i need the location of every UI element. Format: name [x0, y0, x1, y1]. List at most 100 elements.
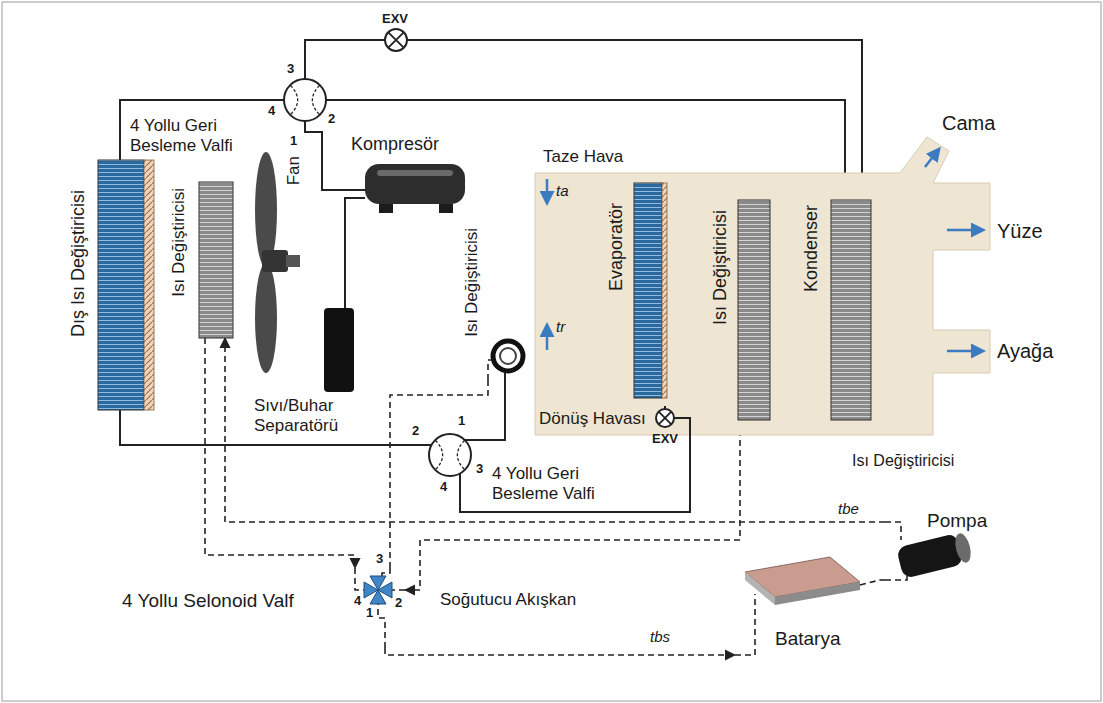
- separator: Sıvı/Buhar Separatörü: [252, 300, 377, 440]
- node-label: Pompa: [927, 510, 987, 532]
- pump: Pompa: [885, 508, 1007, 590]
- top-reversing-valve: 4 Yollu Geri Besleme Valfi: [128, 70, 333, 165]
- temperature-symbol: ta: [556, 182, 569, 199]
- outlet-name: Cama: [942, 112, 995, 135]
- temperature-symbol: tr: [556, 318, 565, 335]
- node-label: EXV: [652, 432, 678, 447]
- refrigerant-pipe: [504, 380, 506, 432]
- port-number: 4: [440, 480, 447, 495]
- pipe-stub: [407, 39, 416, 41]
- pipe-stub: [464, 432, 505, 440]
- node-label: 4 Yollu Geri Besleme Valfi: [130, 116, 270, 155]
- node-label: Isı Değiştiricisi: [462, 228, 482, 337]
- coil: [199, 182, 233, 338]
- solenoid-symbol: [364, 582, 378, 598]
- pipe-stub: [335, 189, 365, 191]
- port-number: 1: [458, 414, 465, 429]
- node-label: Dönüş Havası: [539, 409, 646, 429]
- compressor-foot: [439, 204, 453, 213]
- coil: [634, 183, 662, 398]
- chiller-coil: [500, 348, 516, 364]
- expansion-valve: EXV: [376, 12, 416, 52]
- fin-strip: [662, 183, 667, 398]
- cabin-heat-exchanger: Isı Değiştiricisi: [700, 200, 772, 420]
- coolant-stub: [392, 589, 405, 591]
- air-arrow: [925, 149, 939, 167]
- air-arrow: [546, 179, 549, 203]
- compressor-body: [365, 164, 465, 204]
- node-label: Taze Hava: [543, 147, 623, 167]
- node-label: Kondenser: [801, 205, 822, 292]
- air-arrow: [947, 350, 983, 353]
- refrigerant-pipe: [322, 165, 335, 190]
- exv-cross: [388, 32, 403, 47]
- exv-symbol: [385, 29, 407, 51]
- air-arrow: [947, 229, 983, 232]
- pump-cap: [953, 532, 974, 564]
- chiller-coil: [493, 341, 523, 371]
- pipe-stub: [345, 198, 365, 224]
- node-label: Dış Isı Değiştiricisi: [68, 190, 89, 337]
- pipe-stub: [459, 472, 461, 507]
- temperature-symbol: tbs: [650, 628, 670, 645]
- refrigerant-pipe: [460, 462, 690, 512]
- fin-strip: [144, 160, 154, 410]
- node-label: EXV: [382, 12, 408, 27]
- outlet-name: Ayağa: [997, 340, 1053, 363]
- coolant-stub: [735, 594, 755, 655]
- refrigerant-pipe: [305, 40, 376, 70]
- condenser: Kondenser: [785, 200, 873, 420]
- battery: Batarya: [735, 552, 880, 662]
- coolant-line: [385, 648, 735, 655]
- duct-body: [535, 137, 990, 435]
- port-number: 3: [476, 462, 483, 477]
- node-label: Batarya: [775, 628, 840, 650]
- outlet-name: Yüze: [997, 220, 1043, 243]
- port-number: 3: [287, 62, 294, 77]
- pipe-stub: [305, 121, 322, 165]
- chiller: Isı Değiştiricisi: [462, 228, 528, 380]
- valve-symbol: [284, 79, 326, 121]
- outdoor-heat-exchanger: Dış Isı Değiştiricisi: [62, 160, 154, 410]
- coil: [98, 160, 144, 410]
- exv-cross: [659, 412, 672, 425]
- pump-body: [896, 533, 964, 579]
- valve-path: [290, 85, 319, 114]
- node-label: 4 Yollu Geri Besleme Valfi: [492, 464, 642, 503]
- pipe-stub: [504, 373, 506, 380]
- pipe-stub: [304, 70, 306, 79]
- node-label: Isı Değiştiricisi: [710, 210, 731, 325]
- port-number: 4: [268, 104, 275, 119]
- pipe-stub: [344, 300, 346, 308]
- coolant-stub: [355, 568, 364, 590]
- battery-side: [775, 582, 860, 605]
- node-label: Sıvı/Buhar Separatörü: [254, 396, 374, 435]
- part-name: Isı Değiştiricisi: [852, 452, 954, 470]
- battery-side: [745, 572, 775, 605]
- node-label: Isı Değiştiricisi: [169, 188, 189, 297]
- exv-symbol: [656, 409, 674, 427]
- separator-tank: [324, 308, 354, 392]
- coil: [831, 200, 871, 420]
- valve-path: [435, 440, 464, 469]
- compressor-foot: [379, 204, 393, 213]
- condenser-picture: [785, 200, 873, 420]
- port-number: 2: [412, 424, 419, 439]
- port-number: 3: [376, 552, 383, 567]
- port-number: 2: [395, 596, 402, 611]
- coolant-stub: [378, 604, 385, 648]
- fluid-name: Soğutucu Akışkan: [440, 590, 576, 610]
- port-number: 1: [290, 134, 297, 149]
- port-number: 4: [354, 594, 361, 609]
- coolant-stub: [885, 522, 901, 540]
- air-arrow: [546, 325, 549, 350]
- node-label: Kompresör: [351, 134, 439, 155]
- solenoid-valve: 4 Yollu Selonoid Valf: [120, 568, 405, 648]
- coolant-stub: [488, 360, 493, 380]
- compressor: Kompresör: [335, 132, 475, 224]
- part-name: Fan: [284, 156, 304, 185]
- pipe-stub: [326, 99, 333, 101]
- pipe-stub: [128, 99, 284, 101]
- expansion-valve: EXV: [652, 406, 698, 462]
